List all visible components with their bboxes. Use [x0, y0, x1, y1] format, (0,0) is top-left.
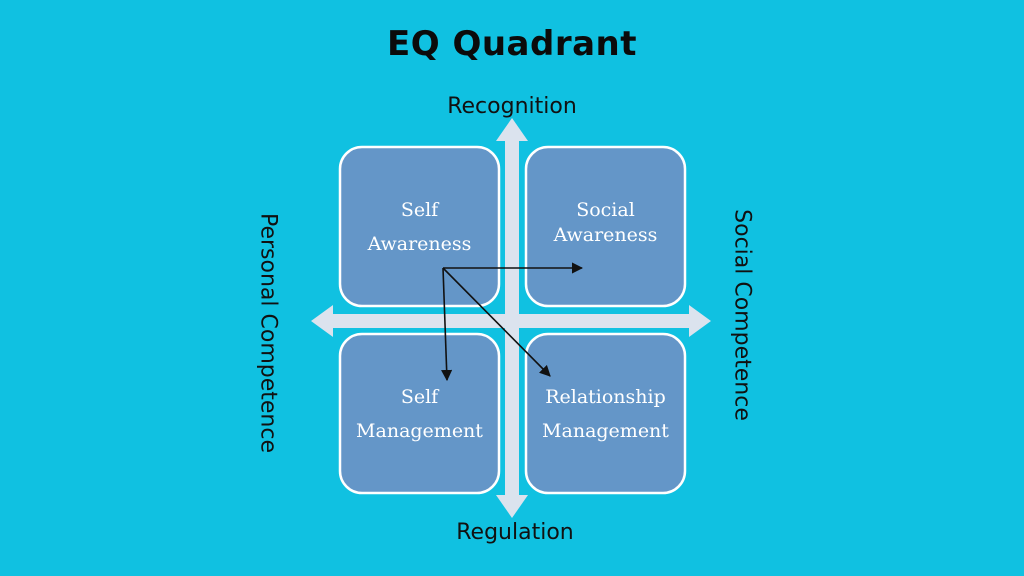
axis-label-bottom: Regulation	[456, 520, 574, 545]
arrow-right-icon	[689, 305, 711, 337]
arrow-down-icon	[496, 495, 528, 518]
quadrant-label-line: Awareness	[553, 224, 658, 246]
quadrant-boxes	[338, 145, 687, 495]
quadrant-label-line: Awareness	[367, 233, 472, 255]
arrow-to-self-management	[441, 267, 453, 382]
quadrant-label-line: Management	[356, 420, 483, 442]
quadrant-label-self-management: Self Management	[340, 380, 499, 448]
quadrant-label-line: Management	[542, 420, 669, 442]
quadrant-label-line: Self	[400, 199, 439, 221]
axis-label-top: Recognition	[447, 94, 577, 119]
axis-label-left: Personal Competence	[255, 212, 281, 454]
quadrant-box-self-management	[338, 332, 501, 495]
quadrant-label-self-awareness: Self Awareness	[340, 193, 499, 261]
arrow-to-relationship-management	[442, 267, 551, 377]
connector-arrows	[441, 262, 584, 382]
quadrant-label-line: Social	[576, 199, 635, 221]
quadrant-label-line: Self	[400, 386, 439, 408]
quadrant-box-relationship-management	[524, 332, 687, 495]
quadrant-label-social-awareness: Social Awareness	[526, 198, 685, 248]
quadrant-box-social-awareness	[524, 145, 687, 308]
quadrant-label-relationship-management: Relationship Management	[526, 380, 685, 448]
axis-label-right: Social Competence	[729, 209, 755, 421]
diagram-title: EQ Quadrant	[386, 24, 638, 64]
quadrant-box-self-awareness	[338, 145, 501, 308]
arrow-left-icon	[311, 305, 333, 337]
horizontal-axis-bar	[328, 314, 690, 328]
quadrant-label-line: Relationship	[545, 386, 666, 408]
axes	[311, 118, 711, 518]
arrow-up-icon	[496, 118, 528, 141]
